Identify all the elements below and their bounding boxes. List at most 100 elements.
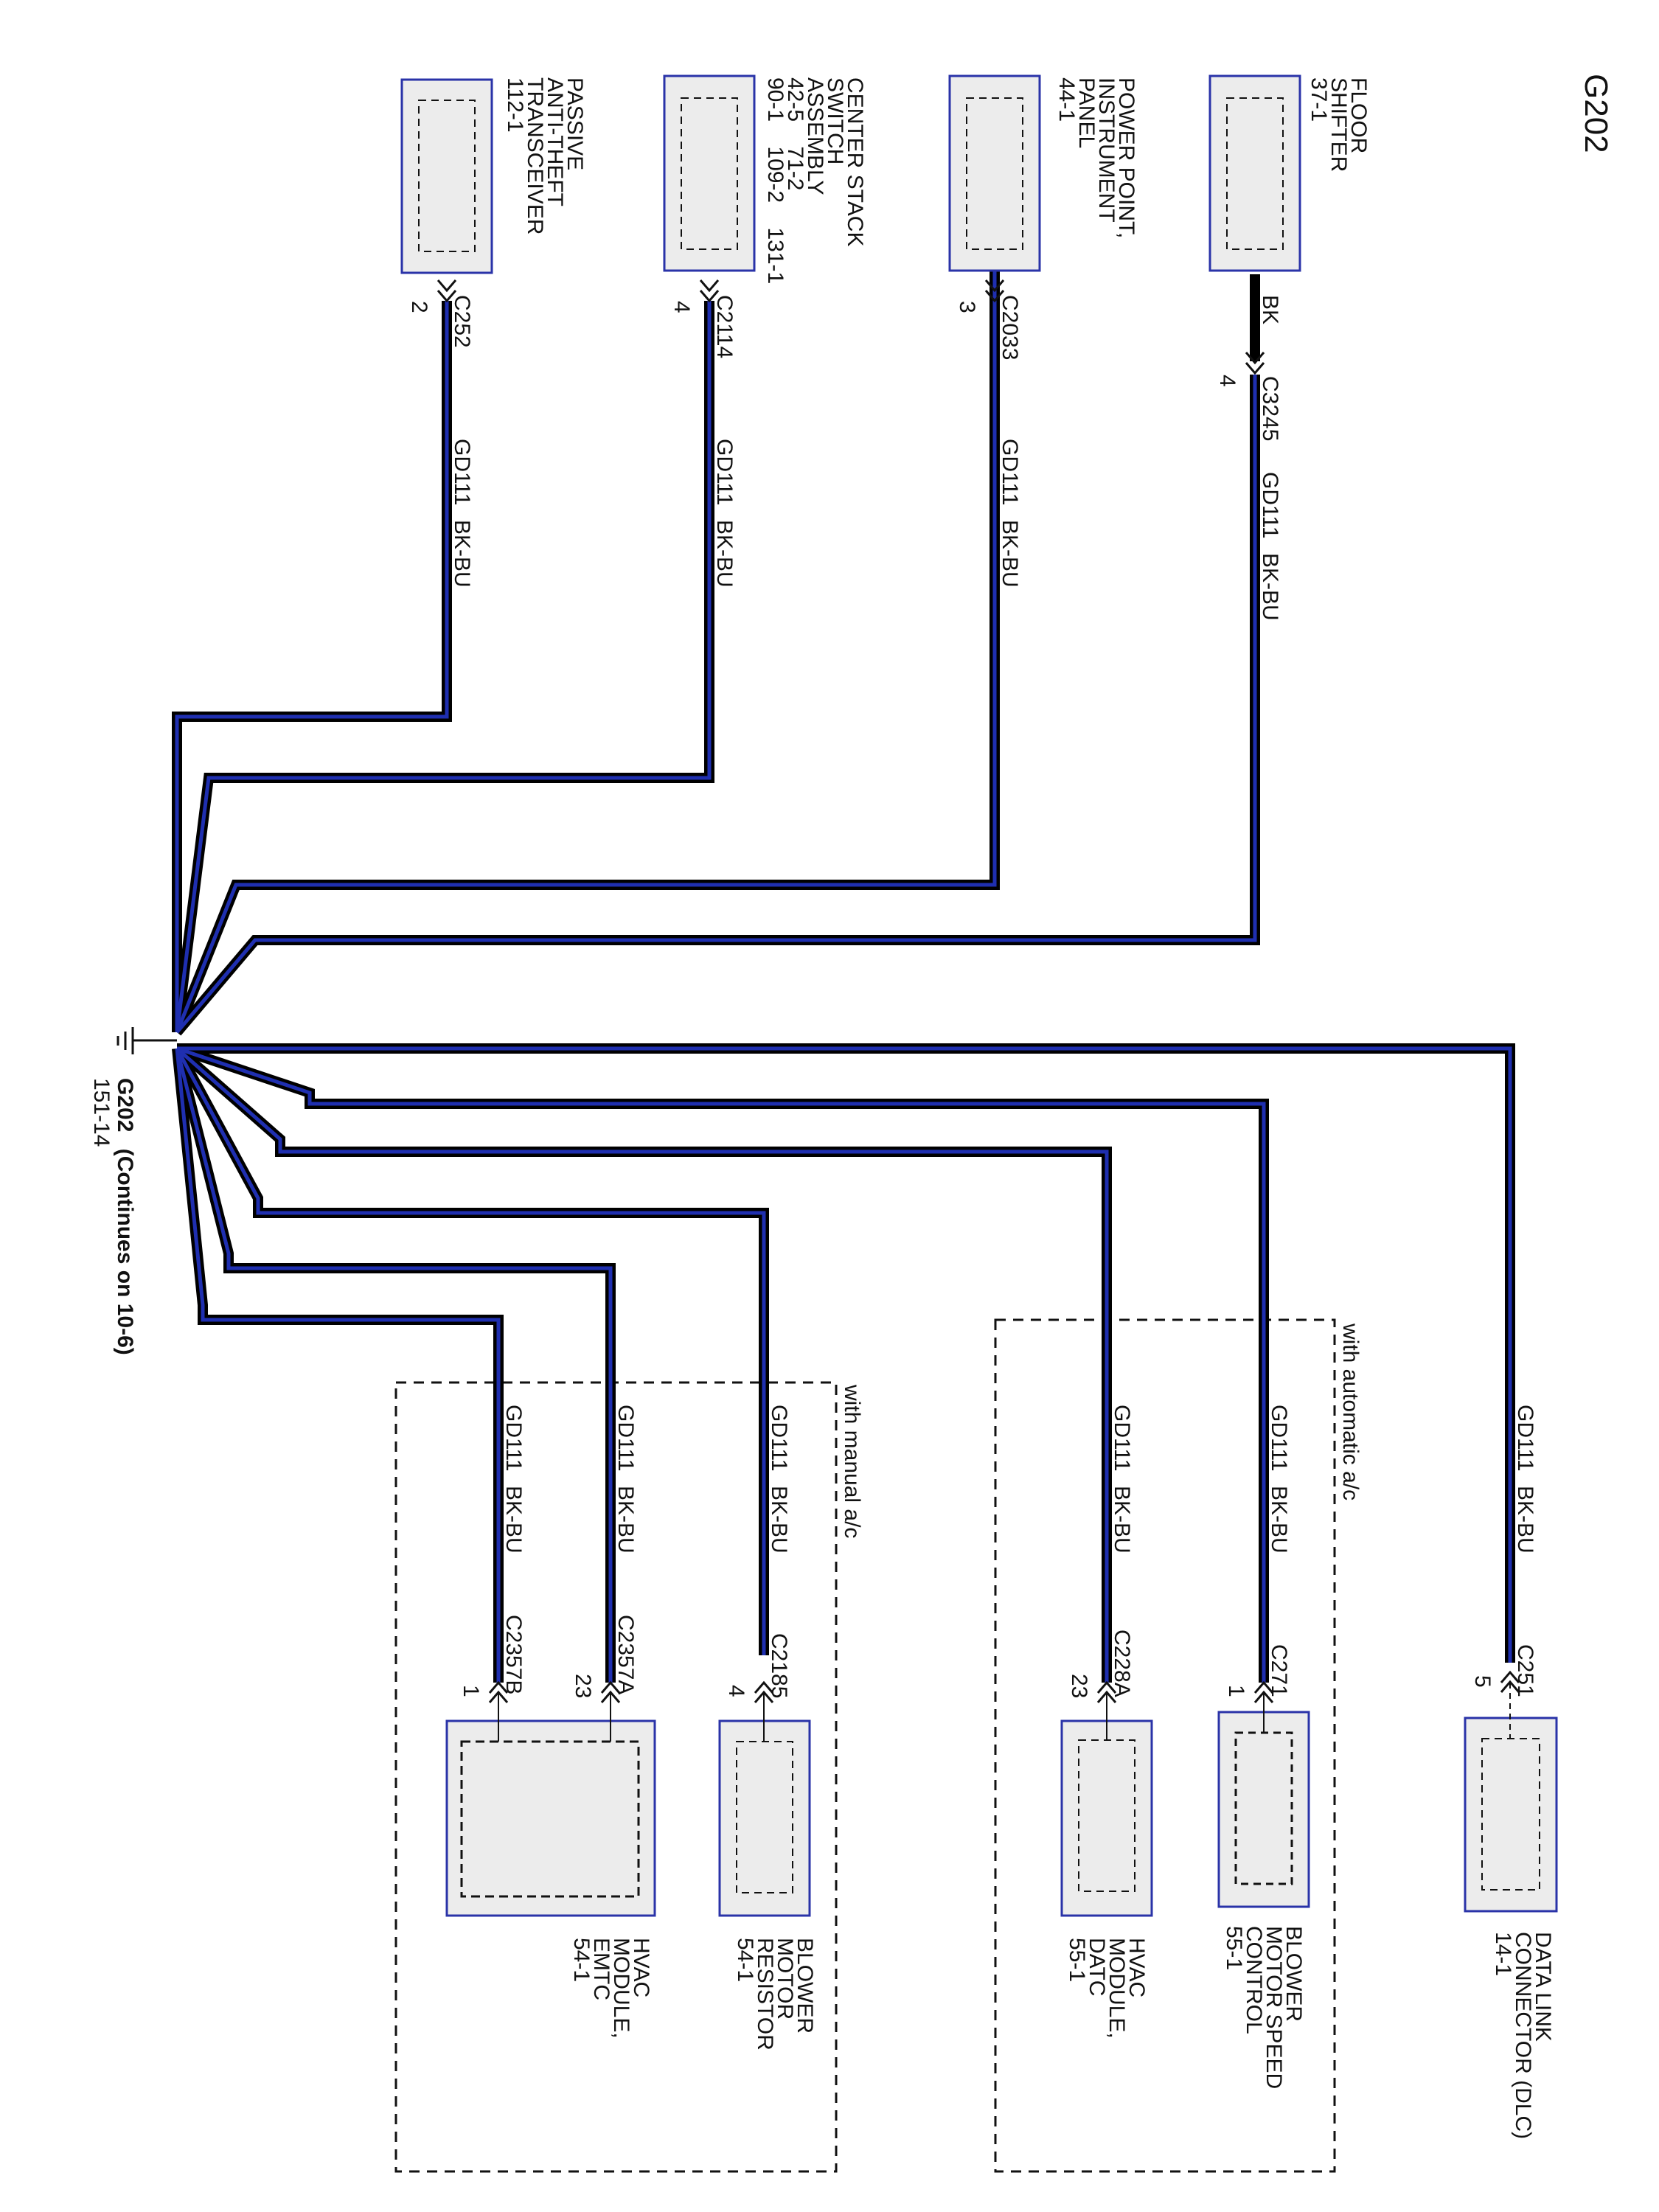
module-box [400,78,493,274]
pin-number: 23 [571,1674,595,1698]
svg-text:DATC: DATC [1085,1938,1109,1996]
wire-color-code: BK-BU [501,1486,526,1554]
pin-number: 4 [724,1685,748,1697]
svg-text:PANEL: PANEL [1074,77,1099,148]
svg-text:RESISTOR: RESISTOR [753,1938,777,2051]
svg-text:FLOOR: FLOOR [1346,77,1371,153]
ground-note: (Continues on 10-6) [113,1149,137,1355]
component-hvac-module-datc: HVAC MODULE, DATC 55-1 C228A 23 GD111 BK… [1060,1405,1153,2039]
component-label: PASSIVE [563,77,587,170]
region-automatic-ac [994,1318,1336,2173]
component-label: BLOWER [1281,1926,1306,2022]
circuit-label: GD111 [1267,1405,1291,1472]
wire-color-code: BK-BU [998,520,1022,588]
svg-text:GD111: GD111 [1267,1405,1291,1472]
ground-name: G202 [113,1078,137,1132]
svg-text:INSTRUMENT: INSTRUMENT [1094,77,1119,223]
pin-number: 3 [955,301,979,313]
svg-text:GD111: GD111 [712,439,737,506]
circuit-label: GD111 [767,1405,791,1472]
svg-text:90-1 109-2 131-1: 90-1 109-2 131-1 [763,77,787,284]
svg-text:CENTER STACK: CENTER STACK [843,77,867,246]
module-box [718,1719,811,1917]
svg-text:SHIFTER: SHIFTER [1326,77,1351,172]
ground-symbol [116,1027,177,1054]
connector-chevron [1245,352,1265,365]
pin-number: 5 [1470,1675,1495,1688]
component-hvac-module-emtc: HVAC MODULE, EMTC 54-1 C2357A 23 C2357B … [445,1405,656,2039]
connector-chevron [1096,1680,1117,1694]
svg-text:MOTOR: MOTOR [773,1938,797,2020]
region-automatic-label: with automatic a/c [1338,1323,1363,1500]
connector-chevron [1500,1670,1520,1683]
connector-id: C252 [450,295,474,348]
pin-number: 23 [1067,1674,1091,1698]
svg-text:GD111: GD111 [767,1405,791,1472]
wire-color-code: BK-BU [767,1486,791,1554]
module-box [948,74,1041,272]
circuit-label: GD111 [998,439,1022,506]
svg-text:BK-BU: BK-BU [1267,1486,1291,1554]
component-label: FLOOR [1346,77,1371,153]
connector-id: C2033 [998,295,1022,360]
connector-chevron [600,1680,621,1694]
svg-text:BK-BU: BK-BU [613,1486,638,1554]
svg-text:GD111: GD111 [450,439,474,506]
connector-id: C2114 [712,295,737,358]
module-box [445,1719,656,1917]
svg-text:MOTOR SPEED: MOTOR SPEED [1262,1926,1286,2089]
svg-text:BK-BU: BK-BU [1258,553,1282,621]
module-box [1464,1717,1558,1913]
svg-text:GD111: GD111 [1258,472,1282,539]
connector-id: C228A [1110,1630,1134,1697]
wire-color-code: BK-BU [450,520,474,588]
connector-chevron [488,1680,509,1694]
component-label: BLOWER [793,1938,817,2034]
svg-text:14-1: 14-1 [1491,1932,1515,1976]
ground-ref: 151-14 [89,1078,114,1147]
svg-text:GD111: GD111 [501,1405,526,1472]
svg-text:MODULE,: MODULE, [1105,1938,1129,2039]
svg-text:BK-BU: BK-BU [1513,1486,1537,1554]
component-blower-motor-resistor: BLOWER MOTOR RESISTOR 54-1 C2185 4 GD111… [718,1405,817,2051]
circuit-label: GD111 [1258,472,1282,539]
svg-text:BLOWER: BLOWER [793,1938,817,2034]
svg-text:ANTI-THEFT: ANTI-THEFT [543,77,567,206]
component-passive-anti-theft-transceiver: PASSIVE ANTI-THEFT TRANSCEIVER 112-1 C25… [400,77,587,588]
svg-text:44-1: 44-1 [1054,77,1079,122]
pin-number: 2 [407,301,431,313]
svg-text:SWITCH: SWITCH [823,77,847,164]
pin-number: 1 [459,1685,483,1697]
wire-color-code: BK-BU [1267,1486,1291,1554]
svg-text:GD111: GD111 [613,1405,638,1472]
connector-id: C2357A [613,1615,638,1694]
component-label: CENTER STACK [843,77,867,246]
connector-chevron [984,279,1005,293]
pin-number: 4 [669,301,694,313]
svg-text:GD111: GD111 [1513,1405,1537,1472]
component-data-link-connector: DATA LINK CONNECTOR (DLC) 14-1 C251 5 GD… [1464,1405,1558,2139]
region-manual-label: with manual a/c [840,1384,864,1538]
connector-chevron [699,279,720,293]
connector-id: C2357B [501,1615,526,1694]
wire-color-code: BK-BU [712,520,737,588]
wire-color-code: BK-BU [1513,1486,1537,1554]
svg-text:CONTROL: CONTROL [1242,1926,1266,2034]
connector-chevron [437,279,457,293]
svg-text:G202 (Continues on 10-6): G202 (Continues on 10-6) [113,1078,137,1355]
svg-text:EMTC: EMTC [589,1938,613,2000]
svg-text:42-5 71-2: 42-5 71-2 [783,77,807,190]
module-box [1060,1719,1153,1917]
module-box [1208,74,1301,272]
svg-text:112-1: 112-1 [503,77,527,133]
circuit-label: GD111 [613,1405,638,1472]
svg-text:BK-BU: BK-BU [998,520,1022,588]
svg-text:TRANSCEIVER: TRANSCEIVER [523,77,547,234]
connector-chevron [754,1680,774,1694]
connector-chevron [1253,1680,1274,1694]
component-center-stack-switch: CENTER STACK SWITCH ASSEMBLY 42-5 71-2 9… [663,74,867,588]
svg-text:BK-BU: BK-BU [1110,1486,1134,1554]
svg-text:CONNECTOR (DLC): CONNECTOR (DLC) [1511,1932,1535,2139]
wire-color-code: BK-BU [613,1486,638,1554]
svg-text:DATA LINK: DATA LINK [1531,1932,1555,2042]
